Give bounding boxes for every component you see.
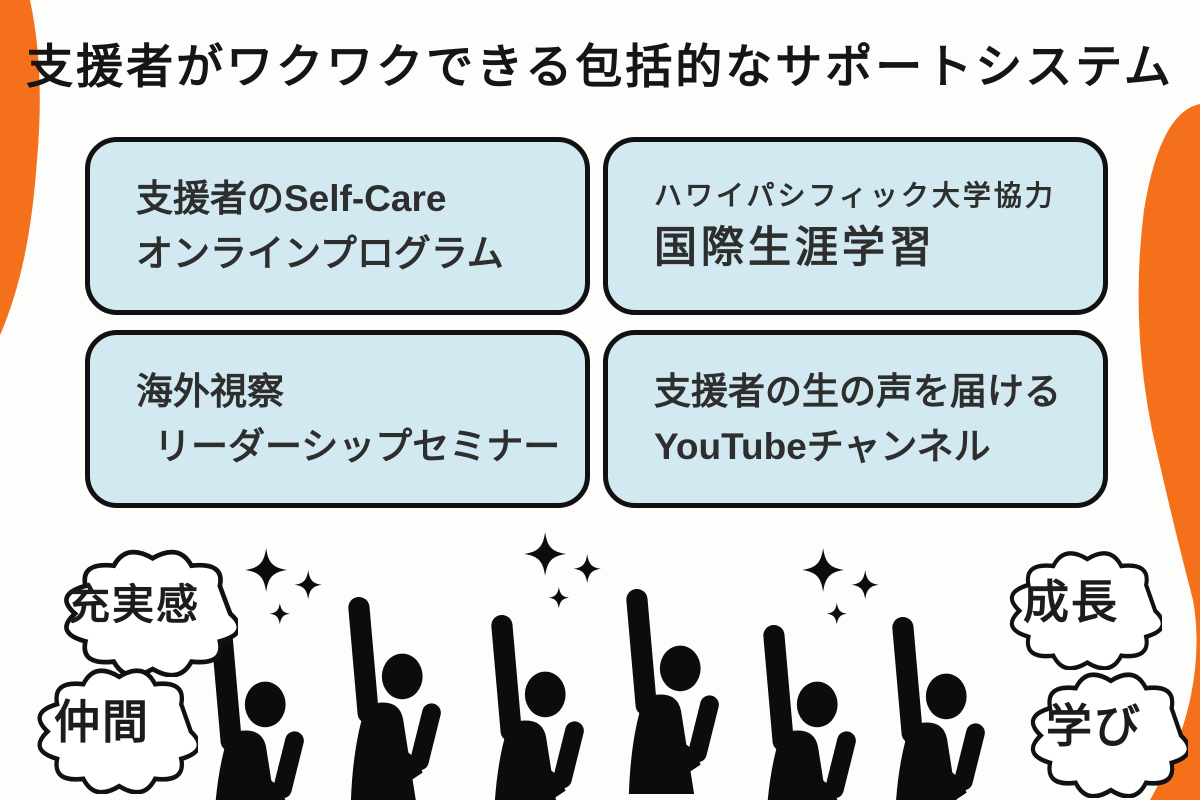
person-raising-hand-icon — [752, 608, 858, 800]
person-raising-hand-icon — [881, 600, 987, 800]
card-line: YouTubeチャンネル — [654, 426, 991, 467]
card-self-care-program: 支援者のSelf-Care オンラインプログラム — [85, 137, 590, 315]
feature-cards: 支援者のSelf-Care オンラインプログラム ハワイパシフィック大学協力 国… — [85, 137, 1115, 508]
page-title: 支援者がワクワクできる包括的なサポートシステム — [26, 40, 1174, 93]
sparkle-icon — [800, 548, 892, 634]
card-line: リーダーシップセミナー — [154, 426, 561, 467]
person-raising-hand-icon — [337, 580, 443, 800]
cloud-fulfillment: 充実感 — [30, 525, 238, 677]
sparkle-icon — [243, 548, 335, 634]
cloud-growth: 成長 — [980, 528, 1162, 670]
card-international-lifelong-learning: ハワイパシフィック大学協力 国際生涯学習 — [603, 137, 1108, 315]
card-line: 支援者のSelf-Care — [136, 177, 447, 219]
cloud-learning: 学び — [1000, 648, 1188, 798]
card-line: 国際生涯学習 — [654, 224, 936, 273]
person-raising-hand-icon — [615, 572, 721, 800]
card-youtube-channel: 支援者の生の声を届ける YouTubeチャンネル — [603, 330, 1108, 508]
cloud-label: 成長 — [1023, 576, 1119, 628]
card-line: ハワイパシフィック大学協力 — [654, 179, 1056, 211]
card-overseas-leadership: 海外視察 リーダーシップセミナー — [85, 330, 590, 508]
cloud-label: 仲間 — [54, 696, 150, 748]
cloud-label: 充実感 — [67, 580, 200, 628]
cloud-label: 学び — [1046, 700, 1142, 752]
person-raising-hand-icon — [480, 598, 586, 800]
card-line: 海外視察 — [136, 370, 284, 412]
sparkle-icon — [522, 532, 614, 618]
card-line: オンラインプログラム — [136, 233, 504, 274]
card-line: 支援者の生の声を届ける — [654, 370, 1061, 412]
cloud-companions: 仲間 — [6, 644, 198, 794]
